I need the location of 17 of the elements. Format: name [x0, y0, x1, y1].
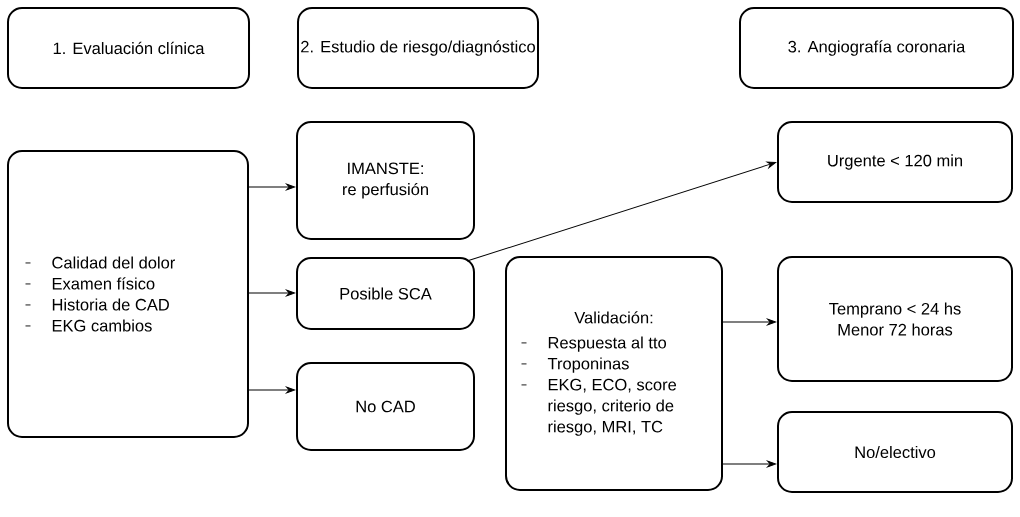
- header-box: 3. Angiografía coronaria: [739, 7, 1014, 89]
- process-box: No CAD: [296, 362, 475, 451]
- process-box: No/electivo: [777, 411, 1013, 493]
- arrow: [722, 460, 777, 468]
- process-box: Temprano < 24 hs Menor 72 horas: [777, 256, 1013, 382]
- header-box: 2. Estudio de riesgo/diagnóstico: [297, 7, 539, 89]
- process-box: IMANSTE: re perfusión: [296, 121, 475, 240]
- header-box: 1. Evaluación clínica: [7, 7, 250, 89]
- arrow: [248, 289, 296, 297]
- process-box: Posible SCA: [296, 257, 475, 330]
- arrow: [466, 161, 777, 262]
- process-box: Urgente < 120 min: [777, 121, 1013, 203]
- list-box: Validación: Respuesta al tto Troponinas EKG, ECO, score riesgo, criterio de riesgo, MRI, TC: [505, 256, 723, 491]
- arrow: [722, 318, 777, 326]
- list-box: Calidad del dolor Examen físico Historia de CAD EKG cambios: [7, 150, 249, 438]
- arrow: [248, 183, 296, 191]
- arrow: [248, 386, 296, 394]
